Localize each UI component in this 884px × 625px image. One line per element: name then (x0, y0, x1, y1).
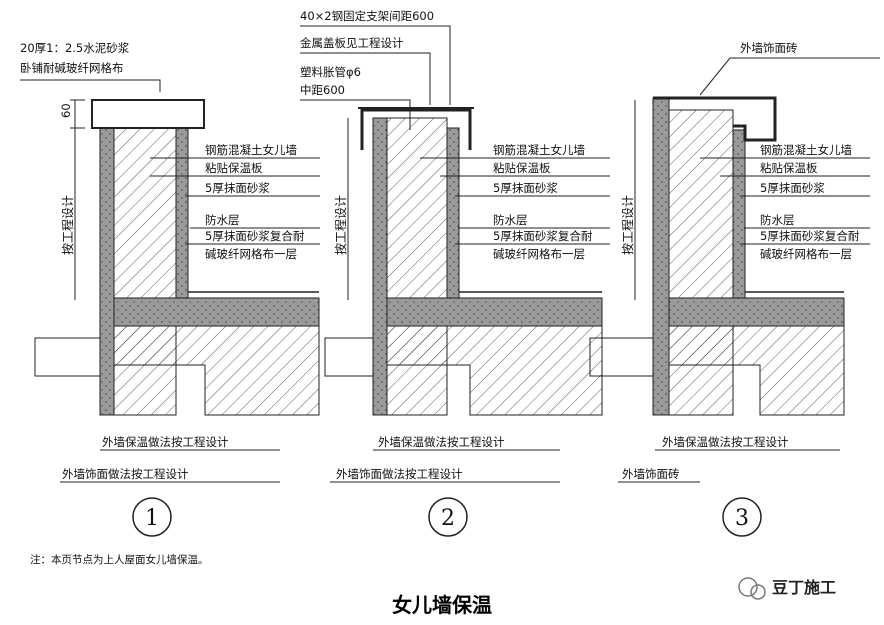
d1-label-2: 5厚抹面砂浆 (205, 181, 270, 195)
d3-label-3: 防水层 (760, 213, 795, 227)
d1-bottom-label-2: 外墙饰面做法按工程设计 (62, 467, 189, 481)
d2-label-5: 碱玻纤网格布一层 (493, 247, 585, 261)
d1-bottom-label-1: 外墙保温做法按工程设计 (102, 435, 229, 449)
page-title: 女儿墙保温 (392, 593, 492, 617)
d2-right-labels: 钢筋混凝土女儿墙 粘贴保温板 5厚抹面砂浆 防水层 5厚抹面砂浆复合耐 碱玻纤网… (420, 143, 610, 261)
d2-top-label-4: 中距600 (300, 83, 345, 97)
detail-3: 按工程设计 外墙饰面砖 钢筋混凝土女儿墙 粘贴保温板 5厚抹面砂浆 防水层 5厚… (589, 41, 880, 537)
d2-bottom-label-1: 外墙保温做法按工程设计 (378, 435, 505, 449)
d2-label-3: 防水层 (493, 213, 528, 227)
d3-bottom-label-2: 外墙饰面砖 (622, 467, 680, 481)
d3-label-1: 粘贴保温板 (760, 161, 818, 175)
d1-label-4: 5厚抹面砂浆复合耐 (205, 229, 305, 243)
d2-label-0: 钢筋混凝土女儿墙 (493, 143, 585, 157)
d2-bottom-label-2: 外墙饰面做法按工程设计 (336, 467, 463, 481)
detail-1-marker (132, 497, 172, 537)
d1-label-0: 钢筋混凝土女儿墙 (205, 143, 297, 157)
d2-top-label-2: 金属盖板见工程设计 (300, 36, 404, 50)
vertical-label-2: 按工程设计 (333, 195, 348, 255)
footnote: 注：本页节点为上人屋面女儿墙保温。 (30, 553, 209, 566)
detail-3-marker (722, 497, 762, 537)
detail-2-number: 2 (441, 506, 455, 531)
d3-label-4: 5厚抹面砂浆复合耐 (760, 229, 860, 243)
watermark-text: 豆丁施工 (772, 578, 836, 597)
d1-label-3: 防水层 (205, 213, 240, 227)
d1-top-label-2: 卧铺耐碱玻纤网格布 (20, 61, 124, 75)
d3-label-0: 钢筋混凝土女儿墙 (760, 143, 852, 157)
d1-label-1: 粘贴保温板 (205, 161, 263, 175)
d3-label-2: 5厚抹面砂浆 (760, 181, 825, 195)
d2-label-1: 粘贴保温板 (493, 161, 551, 175)
d3-right-labels: 钢筋混凝土女儿墙 粘贴保温板 5厚抹面砂浆 防水层 5厚抹面砂浆复合耐 碱玻纤网… (700, 143, 870, 261)
d2-top-label-3: 塑料胀管φ6 (300, 65, 361, 79)
vertical-label-1: 按工程设计 (60, 195, 75, 255)
d3-top-label-1: 外墙饰面砖 (740, 41, 798, 55)
wechat-icon (738, 577, 758, 597)
watermark: 豆丁施工 (738, 577, 836, 600)
d2-top-label-1: 40×2钢固定支架间距600 (300, 9, 434, 23)
detail-3-number: 3 (735, 506, 749, 531)
d1-top-label-1: 20厚1：2.5水泥砂浆 (20, 41, 130, 55)
detail-2-marker (428, 497, 468, 537)
detail-1: 60 按工程设计 20厚1：2.5水泥砂浆 卧铺耐碱玻纤网格布 钢筋混凝土女儿墙… (20, 41, 320, 537)
vertical-label-3: 按工程设计 (620, 195, 635, 255)
d2-label-4: 5厚抹面砂浆复合耐 (493, 229, 593, 243)
detail-2: 按工程设计 40×2钢固定支架间距600 金属盖板见工程设计 塑料胀管φ6 中距… (300, 9, 610, 537)
dim-60-label-1: 60 (59, 103, 73, 118)
d1-right-labels: 钢筋混凝土女儿墙 粘贴保温板 5厚抹面砂浆 防水层 5厚抹面砂浆复合耐 碱玻纤网… (150, 143, 320, 261)
detail-1-number: 1 (145, 506, 159, 531)
d3-label-5: 碱玻纤网格布一层 (760, 247, 852, 261)
d3-bottom-label-1: 外墙保温做法按工程设计 (662, 435, 789, 449)
d1-label-5: 碱玻纤网格布一层 (205, 247, 297, 261)
d2-label-2: 5厚抹面砂浆 (493, 181, 558, 195)
